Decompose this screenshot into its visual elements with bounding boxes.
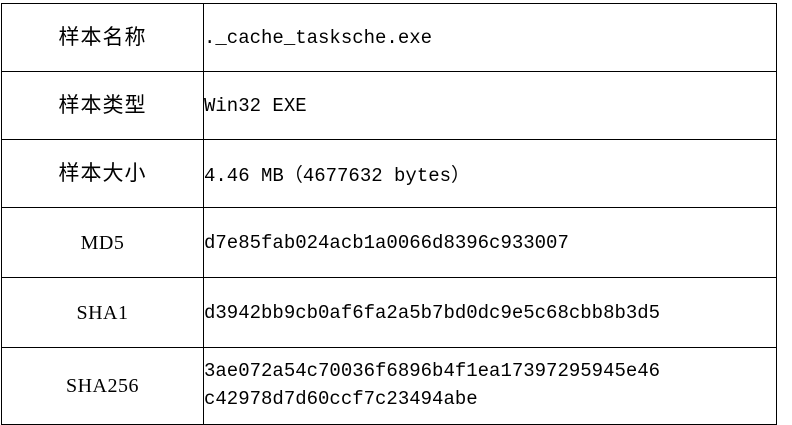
table-row: SHA1 d3942bb9cb0af6fa2a5b7bd0dc9e5c68cbb…	[1, 277, 777, 348]
table-row: MD5 d7e85fab024acb1a0066d8396c933007	[1, 207, 777, 278]
row-value-sha256: 3ae072a54c70036f6896b4f1ea17397295945e46…	[203, 347, 777, 425]
row-value-sample-name: ._cache_tasksche.exe	[203, 3, 777, 72]
row-value-sha1: d3942bb9cb0af6fa2a5b7bd0dc9e5c68cbb8b3d5	[203, 277, 777, 348]
sha256-line-1: 3ae072a54c70036f6896b4f1ea17397295945e46	[204, 360, 661, 383]
row-label-sample-name: 样本名称	[1, 3, 204, 72]
row-value-sample-type: Win32 EXE	[203, 71, 777, 140]
table-row: SHA256 3ae072a54c70036f6896b4f1ea1739729…	[1, 347, 777, 425]
row-label-sha1: SHA1	[1, 277, 204, 348]
table-row: 样本类型 Win32 EXE	[1, 71, 777, 140]
sample-info-table: 样本名称 ._cache_tasksche.exe 样本类型 Win32 EXE…	[1, 3, 777, 425]
sha256-line-2: c42978d7d60ccf7c23494abe	[204, 388, 478, 410]
row-label-sample-type: 样本类型	[1, 71, 204, 140]
row-value-md5: d7e85fab024acb1a0066d8396c933007	[203, 207, 777, 278]
table-row: 样本大小 4.46 MB（4677632 bytes）	[1, 139, 777, 208]
row-label-sample-size: 样本大小	[1, 139, 204, 208]
table-row: 样本名称 ._cache_tasksche.exe	[1, 3, 777, 72]
row-label-sha256: SHA256	[1, 347, 204, 425]
row-label-md5: MD5	[1, 207, 204, 278]
row-value-sample-size: 4.46 MB（4677632 bytes）	[203, 139, 777, 208]
